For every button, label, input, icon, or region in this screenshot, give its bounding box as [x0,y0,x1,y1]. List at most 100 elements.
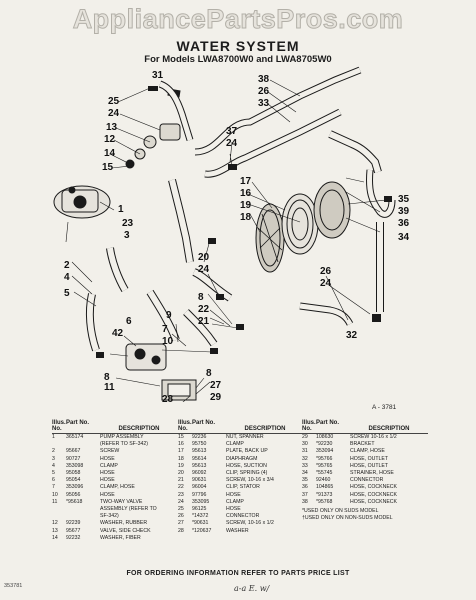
description: HOSE, COCKNECK [350,484,397,491]
description: ASSEMBLY (REFER TO [100,506,157,513]
description: SCREW, 10-16 x 3/4 [226,477,274,484]
callout-25: 25 [108,96,120,107]
part-no: 95677 [66,527,81,534]
callout-4: 4 [64,272,70,283]
part-no: 96004 [192,484,207,491]
description: CLAMP, HOSE [100,484,135,491]
callout-9: 9 [166,310,172,321]
header-part: Part No. [316,420,340,426]
callout-7: 7 [162,324,168,335]
callout-31: 31 [152,70,164,81]
header-desc: DESCRIPTION [244,426,286,432]
illus-no: 11 [52,498,58,505]
header-part: Part No. [66,420,90,426]
description: STRAINER, HOSE [350,470,394,477]
callout-42: 42 [112,328,124,339]
part-no: *95766 [316,455,333,462]
callout-21: 21 [198,316,210,327]
callout-17: 17 [240,176,252,187]
exploded-diagram: 31 25 24 13 12 14 15 1 23 3 2 4 5 42 8 1… [53,66,410,402]
illus-no: 17 [178,448,184,455]
site-watermark: AppliancePartsPros.com [72,4,404,35]
illus-no: 32 [302,455,308,462]
illus-no: 27 [178,520,184,527]
part-no: 90631 [192,477,207,484]
illus-no: 24 [178,498,184,505]
part-no: 104865 [316,484,334,491]
figure-reference: A - 3781 [372,404,397,411]
part-no: *95765 [316,462,333,469]
illus-no: 30 [302,441,308,448]
part-no: *120637 [192,527,212,534]
bracket [161,379,197,401]
illus-no: 26 [178,513,184,520]
callout-19: 19 [240,200,252,211]
callout-18: 18 [240,212,252,223]
illus-no: 33 [302,462,308,469]
part-no: 95613 [192,448,207,455]
description: WASHER [226,527,249,534]
callout-15: 15 [102,162,114,173]
illus-no: 1 [52,434,55,440]
part-no: *14372 [192,513,209,520]
illus-no: 35 [302,477,308,484]
description: SCREW [100,448,120,455]
callout-2: 2 [64,260,70,271]
models-subtitle: For Models LWA8700W0 and LWA8705W0 [144,54,332,65]
part-no: 96092 [192,470,207,477]
part-no: 108630 [316,434,334,440]
description: CONNECTOR [350,477,384,484]
part-no: 353098 [66,462,84,469]
description: CLAMP [100,462,118,469]
header-desc: DESCRIPTION [368,426,410,432]
callout-29: 29 [210,392,222,402]
part-no: 365174 [66,434,84,440]
part-no: 92239 [66,520,81,527]
callout-26: 26 [258,86,270,97]
description: CONNECTOR [226,513,260,520]
description: HOSE, COCKNECK [350,491,397,498]
part-no [66,441,100,448]
description: HOSE, SUCTION [226,462,267,469]
callout-33: 33 [258,98,270,109]
handwritten-signature: a-a E. w/ [234,584,270,593]
header-illus: Illus. No. [178,420,192,432]
callout-26b: 26 [320,266,332,277]
description: VALVE, SIDE CHECK [100,527,151,534]
part-no [66,513,100,520]
usage-notes: *USED ONLY ON SUDS MODEL †USED ONLY ON N… [302,508,428,522]
parts-header: Illus. No. Part No. DESCRIPTION [178,420,304,434]
part-no: 92232 [66,534,81,541]
callout-10: 10 [162,336,174,347]
part-no: 353096 [66,484,84,491]
callout-24d: 24 [320,278,332,289]
callout-39: 39 [398,206,410,217]
callout-36: 36 [398,218,410,229]
callout-24: 24 [108,108,120,119]
part-no: 95750 [192,441,207,448]
description: TWO-WAY VALVE [100,498,143,505]
illus-no: 16 [178,441,184,448]
part-no: 95613 [192,462,207,469]
note-non-suds: †USED ONLY ON NON-SUDS MODEL [302,515,393,522]
description: WASHER, FIBER [100,534,141,541]
parts-row: 26 *14372 CONNECTOR [178,513,304,520]
callout-34: 34 [398,232,410,243]
callout-23: 23 [122,218,134,229]
description: DIAPHRAGM [226,455,258,462]
illus-no: 31 [302,448,308,455]
callout-12: 12 [104,134,116,145]
illus-no: 12 [52,520,58,527]
parts-header: Illus. No. Part No. DESCRIPTION [302,420,428,434]
